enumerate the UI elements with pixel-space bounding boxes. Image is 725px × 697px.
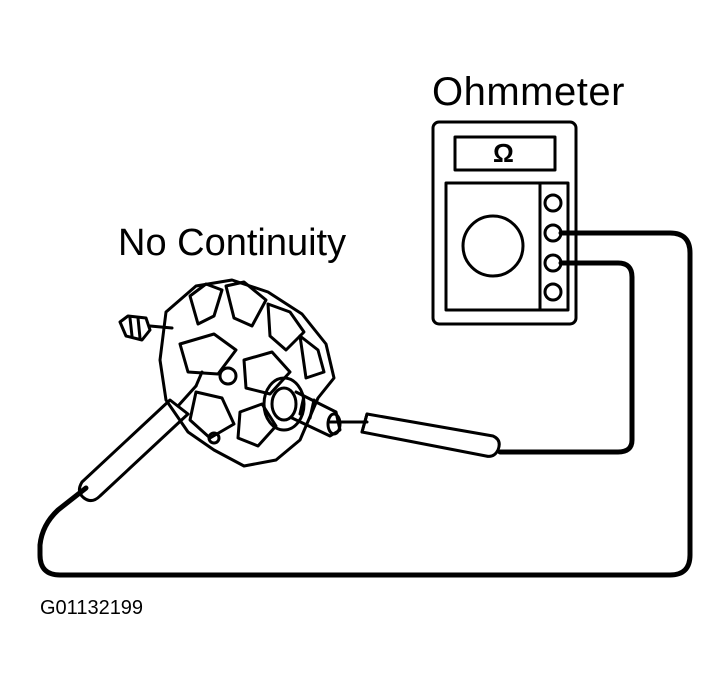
- meter-dial-panel: [444, 181, 570, 312]
- result-label: No Continuity: [118, 222, 347, 264]
- meter-knob: [461, 214, 525, 278]
- test-lead-outer: [37, 230, 693, 578]
- test-lead-inner: [497, 260, 635, 455]
- meter-display: [453, 135, 557, 172]
- meter-title: Ohmmeter: [432, 70, 625, 114]
- ohmmeter-icon: [431, 120, 578, 326]
- alternator-rotor-icon: [118, 278, 342, 468]
- figure-id: G01132199: [40, 597, 144, 619]
- meter-jack-1: [543, 193, 563, 213]
- test-probe-icon: [328, 412, 501, 458]
- test-probe-left: [77, 370, 204, 503]
- meter-jack-4: [543, 282, 563, 302]
- meter-display-symbol: Ω: [493, 138, 514, 168]
